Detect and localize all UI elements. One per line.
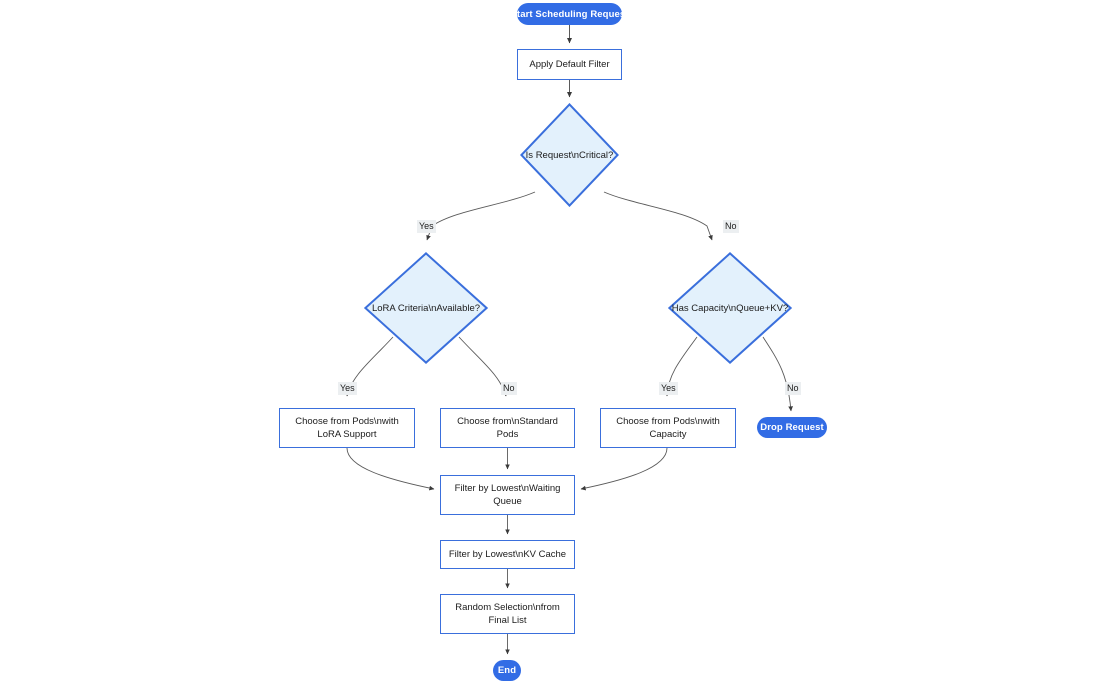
edge-label-capacity-yes: Yes bbox=[659, 382, 678, 395]
node-choose-capacity-pods-line2: Capacity bbox=[649, 429, 687, 440]
node-choose-lora-pods-line1: Choose from Pods\nwith bbox=[295, 416, 399, 427]
node-end-label: End bbox=[497, 665, 517, 676]
node-random-selection-line1: Random Selection\nfrom bbox=[455, 602, 560, 613]
diamond-icon bbox=[668, 252, 792, 364]
node-drop-request-label: Drop Request bbox=[760, 422, 824, 433]
node-start-label: Start Scheduling Request bbox=[510, 8, 629, 20]
node-apply-default-filter-label: Apply Default Filter bbox=[529, 59, 610, 70]
node-random-selection-line2: Final List bbox=[488, 615, 527, 626]
edge-is-request-critical-to-has-capacity-no bbox=[603, 191, 713, 241]
node-lora-criteria-available-label: LoRA Criteria\nAvailable? bbox=[371, 302, 481, 314]
node-is-request-critical-label: Is Request\nCritical? bbox=[525, 149, 614, 161]
edge-is-request-critical-to-lora-criteria-yes bbox=[426, 191, 536, 241]
edge-choose-capacity-pods-to-filter-waiting-queue bbox=[580, 447, 668, 491]
edge-label-critical-yes: Yes bbox=[417, 220, 436, 233]
node-is-request-critical[interactable]: Is Request\nCritical? bbox=[520, 103, 619, 207]
node-apply-default-filter[interactable]: Apply Default Filter bbox=[517, 49, 622, 80]
node-drop-request[interactable]: Drop Request bbox=[757, 417, 827, 438]
edge-label-capacity-no: No bbox=[785, 382, 801, 395]
edge-choose-lora-pods-to-filter-waiting-queue bbox=[346, 447, 435, 491]
edge-label-lora-no: No bbox=[501, 382, 517, 395]
node-choose-standard-pods[interactable]: Choose from\nStandard Pods bbox=[440, 408, 575, 448]
node-start[interactable]: Start Scheduling Request bbox=[511, 3, 628, 25]
node-random-selection[interactable]: Random Selection\nfrom Final List bbox=[440, 594, 575, 634]
node-filter-waiting-queue-line1: Filter by Lowest\nWaiting bbox=[454, 483, 561, 494]
node-lora-criteria-available[interactable]: LoRA Criteria\nAvailable? bbox=[364, 252, 488, 364]
diamond-icon bbox=[520, 103, 619, 207]
node-choose-capacity-pods[interactable]: Choose from Pods\nwith Capacity bbox=[600, 408, 736, 448]
node-filter-kv-cache-line1: Filter by Lowest\nKV Cache bbox=[448, 549, 567, 560]
node-has-capacity[interactable]: Has Capacity\nQueue+KV? bbox=[668, 252, 792, 364]
edge-label-lora-yes: Yes bbox=[338, 382, 357, 395]
node-choose-standard-pods-line1: Choose from\nStandard bbox=[457, 416, 558, 427]
node-has-capacity-label: Has Capacity\nQueue+KV? bbox=[671, 302, 789, 314]
node-choose-lora-pods[interactable]: Choose from Pods\nwith LoRA Support bbox=[279, 408, 415, 448]
node-end[interactable]: End bbox=[493, 660, 521, 681]
node-filter-waiting-queue[interactable]: Filter by Lowest\nWaiting Queue bbox=[440, 475, 575, 515]
node-choose-lora-pods-line2: LoRA Support bbox=[317, 429, 377, 440]
diamond-icon bbox=[364, 252, 488, 364]
edge-label-critical-no: No bbox=[723, 220, 739, 233]
node-choose-capacity-pods-line1: Choose from Pods\nwith bbox=[616, 416, 720, 427]
node-filter-kv-cache[interactable]: Filter by Lowest\nKV Cache bbox=[440, 540, 575, 569]
node-choose-standard-pods-line2: Pods bbox=[496, 429, 519, 440]
node-filter-waiting-queue-line2: Queue bbox=[493, 496, 522, 507]
